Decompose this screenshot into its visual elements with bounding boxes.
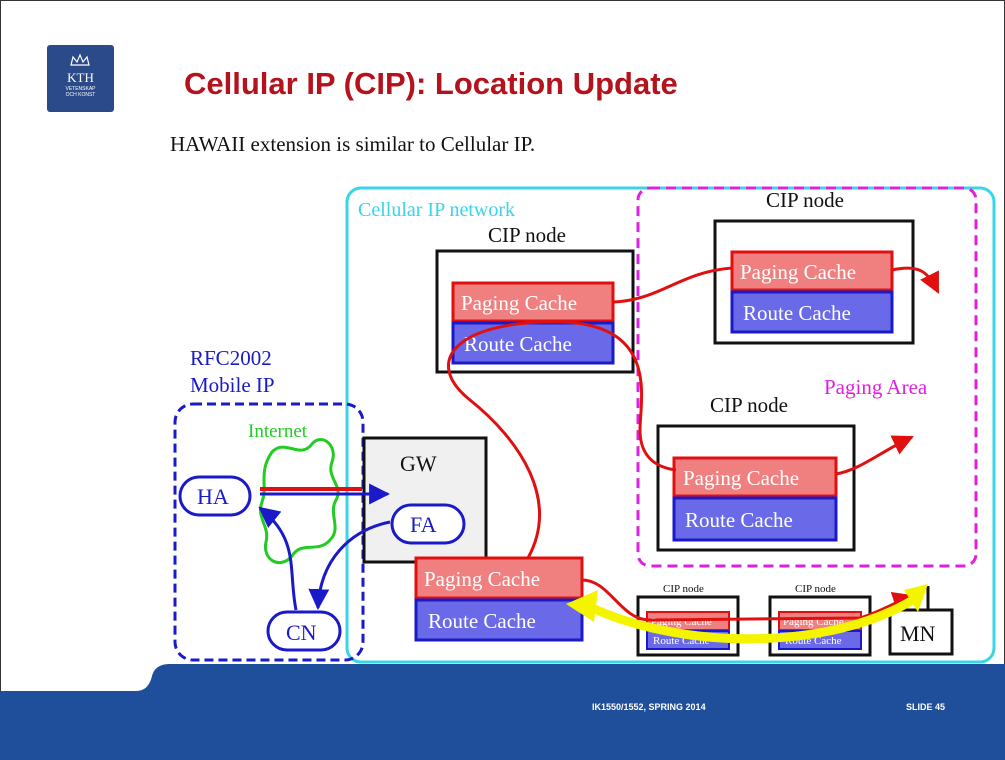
slide-subtitle: HAWAII extension is similar to Cellular … (170, 132, 536, 156)
cn-label: CN (286, 620, 317, 645)
cip-node-2-route-cache (730, 290, 894, 334)
cip-node-1-route-cache (451, 321, 615, 365)
cip-node-3-paging-cache (672, 456, 838, 498)
logo-sub2: OCH KONST (65, 92, 96, 98)
mobile-ip-boundary (173, 402, 365, 662)
mn-label: MN (900, 621, 936, 646)
rfc-label-line1: RFC2002 (190, 346, 272, 370)
cip-node-1-paging-cache (451, 281, 615, 323)
paging-flow-gw-to-node1 (447, 320, 677, 559)
cip-node-5 (768, 595, 872, 657)
cellular-ip-network-label: Cellular IP network (358, 199, 515, 221)
ha-node (178, 475, 252, 517)
cip-node-3-route-label: Route Cache (685, 508, 793, 532)
cip-node-4-label: CIP node (663, 583, 704, 595)
cip-node-3-paging-label: Paging Cache (683, 466, 799, 490)
internet-cloud (259, 438, 340, 564)
cip-node-2-paging-cache (730, 250, 894, 292)
logo-sub1: VETENSKAP (65, 86, 96, 92)
mn-box (888, 608, 954, 656)
fa-label: FA (410, 512, 437, 537)
paging-flow-gw-to-small-nodes (581, 578, 914, 622)
cip-node-2 (713, 219, 915, 345)
rfc-label-line2: Mobile IP (190, 373, 275, 397)
cip-node-2-route-label: Route Cache (743, 301, 851, 325)
fa-node (390, 503, 466, 545)
crown-icon (70, 53, 90, 66)
ha-label: HA (197, 484, 229, 509)
location-update-arrow-body (586, 594, 919, 644)
paging-flow-node1-to-node2 (613, 266, 733, 304)
paging-area-label: Paging Area (824, 375, 928, 399)
footer-band (0, 664, 1005, 760)
cip-node-2-label: CIP node (766, 188, 844, 212)
footer-course: IK1550/1552, SPRING 2014 (592, 702, 706, 712)
cip-node-1-label: CIP node (488, 223, 566, 247)
logo-subtext: VETENSKAP OCH KONST (47, 86, 114, 98)
cip-node-1-route-label: Route Cache (464, 332, 572, 356)
cip-node-2-paging-label: Paging Cache (740, 260, 856, 284)
paging-flow-node2-out (891, 266, 940, 294)
footer-slide-number: SLIDE 45 (906, 702, 946, 712)
cip-node-1-paging-label: Paging Cache (461, 291, 577, 315)
slide-title: Cellular IP (CIP): Location Update (184, 66, 678, 101)
flow-cn-to-ha (258, 506, 298, 611)
gw-label: GW (400, 451, 437, 476)
kth-logo: KTH VETENSKAP OCH KONST (47, 45, 114, 112)
location-update-arrowhead-left (566, 590, 598, 622)
cip-node-3-route-cache (672, 496, 838, 542)
cip-node-3-label: CIP node (710, 393, 788, 417)
cip-node-5-label: CIP node (795, 583, 836, 595)
gw-paging-cache (414, 556, 584, 600)
gw-route-label: Route Cache (428, 609, 536, 633)
gw-paging-label: Paging Cache (424, 567, 540, 591)
gw-route-cache (414, 598, 584, 642)
cip-node-1 (435, 249, 635, 374)
flow-fa-to-cn (308, 520, 391, 611)
logo-text: KTH (67, 70, 94, 85)
cn-node (266, 610, 342, 652)
internet-label: Internet (248, 421, 308, 442)
location-update-arrowhead-right (904, 584, 928, 612)
cip-node-3 (656, 424, 856, 552)
paging-flow-node3-out (835, 435, 914, 476)
